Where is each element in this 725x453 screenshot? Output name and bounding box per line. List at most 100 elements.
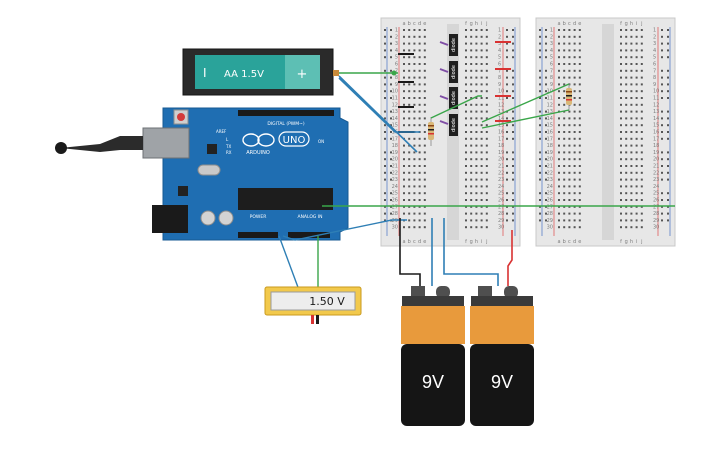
breadboard-hole[interactable]	[413, 49, 416, 52]
breadboard-hole[interactable]	[480, 49, 483, 52]
breadboard-hole[interactable]	[635, 199, 638, 201]
breadboard-hole[interactable]	[480, 56, 483, 59]
breadboard-hole[interactable]	[423, 199, 426, 201]
rail-hole[interactable]	[545, 69, 547, 72]
breadboard-hole[interactable]	[568, 49, 571, 52]
breadboard-hole[interactable]	[573, 35, 576, 38]
rail-hole[interactable]	[390, 29, 392, 31]
breadboard-hole[interactable]	[620, 131, 622, 133]
breadboard-hole[interactable]	[403, 212, 405, 215]
breadboard-hole[interactable]	[423, 158, 426, 161]
rail-hole[interactable]	[539, 219, 541, 222]
breadboard-hole[interactable]	[485, 226, 488, 229]
rail-hole[interactable]	[545, 165, 547, 167]
rail-hole[interactable]	[506, 205, 508, 208]
breadboard-hole[interactable]	[573, 165, 576, 167]
rail-hole[interactable]	[661, 42, 663, 45]
rail-hole[interactable]	[384, 49, 386, 52]
breadboard-hole[interactable]	[485, 178, 488, 181]
breadboard-hole[interactable]	[563, 171, 566, 174]
breadboard-hole[interactable]	[630, 212, 633, 215]
breadboard-hole[interactable]	[413, 165, 416, 167]
breadboard-hole[interactable]	[423, 97, 426, 99]
rail-hole[interactable]	[545, 35, 547, 38]
breadboard-hole[interactable]	[423, 110, 426, 113]
breadboard-hole[interactable]	[480, 144, 483, 147]
breadboard-hole[interactable]	[620, 226, 622, 229]
rail-hole[interactable]	[667, 117, 669, 120]
breadboard-hole[interactable]	[413, 137, 416, 140]
breadboard-hole[interactable]	[470, 226, 473, 229]
breadboard-hole[interactable]	[403, 90, 405, 93]
breadboard-hole[interactable]	[563, 226, 566, 229]
breadboard-hole[interactable]	[418, 42, 421, 45]
rail-hole[interactable]	[384, 131, 386, 133]
breadboard-hole[interactable]	[485, 56, 488, 59]
breadboard-hole[interactable]	[470, 131, 473, 133]
breadboard-hole[interactable]	[475, 165, 478, 167]
breadboard-hole[interactable]	[465, 90, 467, 93]
breadboard-hole[interactable]	[470, 205, 473, 208]
breadboard-hole[interactable]	[475, 171, 478, 174]
breadboard-hole[interactable]	[620, 212, 622, 215]
breadboard-hole[interactable]	[625, 63, 628, 65]
breadboard-hole[interactable]	[558, 69, 560, 72]
breadboard-hole[interactable]	[558, 178, 560, 181]
breadboard-hole[interactable]	[558, 212, 560, 215]
breadboard-hole[interactable]	[635, 178, 638, 181]
jumper-wire-purple[interactable]	[439, 95, 449, 100]
breadboard-hole[interactable]	[470, 124, 473, 127]
breadboard-hole[interactable]	[475, 83, 478, 86]
breadboard-hole[interactable]	[625, 90, 628, 93]
rail-hole[interactable]	[667, 110, 669, 113]
breadboard-hole[interactable]	[573, 103, 576, 106]
breadboard-hole[interactable]	[573, 90, 576, 93]
breadboard-hole[interactable]	[475, 103, 478, 106]
breadboard-hole[interactable]	[568, 110, 571, 113]
breadboard-hole[interactable]	[403, 199, 405, 201]
breadboard-hole[interactable]	[413, 56, 416, 59]
breadboard-hole[interactable]	[408, 171, 411, 174]
rail-hole[interactable]	[512, 42, 514, 45]
rail-hole[interactable]	[512, 49, 514, 52]
breadboard-hole[interactable]	[418, 205, 421, 208]
breadboard-hole[interactable]	[625, 35, 628, 38]
breadboard-hole[interactable]	[423, 165, 426, 167]
breadboard-hole[interactable]	[563, 35, 566, 38]
breadboard-hole[interactable]	[625, 226, 628, 229]
breadboard-hole[interactable]	[408, 158, 411, 161]
rail-hole[interactable]	[539, 49, 541, 52]
breadboard-hole[interactable]	[573, 226, 576, 229]
rail-hole[interactable]	[667, 199, 669, 201]
rail-hole[interactable]	[661, 29, 663, 31]
breadboard-hole[interactable]	[418, 90, 421, 93]
breadboard-hole[interactable]	[485, 165, 488, 167]
breadboard-hole[interactable]	[470, 97, 473, 99]
breadboard-hole[interactable]	[635, 69, 638, 72]
breadboard-hole[interactable]	[635, 56, 638, 59]
rail-hole[interactable]	[384, 165, 386, 167]
breadboard-hole[interactable]	[480, 199, 483, 201]
rail-hole[interactable]	[512, 151, 514, 154]
power-header[interactable]	[238, 232, 278, 238]
breadboard-hole[interactable]	[558, 97, 560, 99]
breadboard-hole[interactable]	[475, 69, 478, 72]
breadboard-hole[interactable]	[403, 124, 405, 127]
breadboard-hole[interactable]	[423, 29, 426, 31]
breadboard-hole[interactable]	[403, 69, 405, 72]
breadboard-hole[interactable]	[620, 199, 622, 201]
rail-hole[interactable]	[539, 199, 541, 201]
rail-hole[interactable]	[545, 49, 547, 52]
rail-hole[interactable]	[545, 97, 547, 99]
breadboard-hole[interactable]	[480, 90, 483, 93]
breadboard-hole[interactable]	[568, 69, 571, 72]
breadboard-hole[interactable]	[578, 56, 581, 59]
breadboard-hole[interactable]	[470, 35, 473, 38]
breadboard-hole[interactable]	[568, 165, 571, 167]
breadboard-hole[interactable]	[408, 165, 411, 167]
breadboard-hole[interactable]	[470, 212, 473, 215]
breadboard-hole[interactable]	[475, 158, 478, 161]
breadboard-hole[interactable]	[563, 158, 566, 161]
breadboard-hole[interactable]	[485, 185, 488, 188]
rail-hole[interactable]	[512, 110, 514, 113]
